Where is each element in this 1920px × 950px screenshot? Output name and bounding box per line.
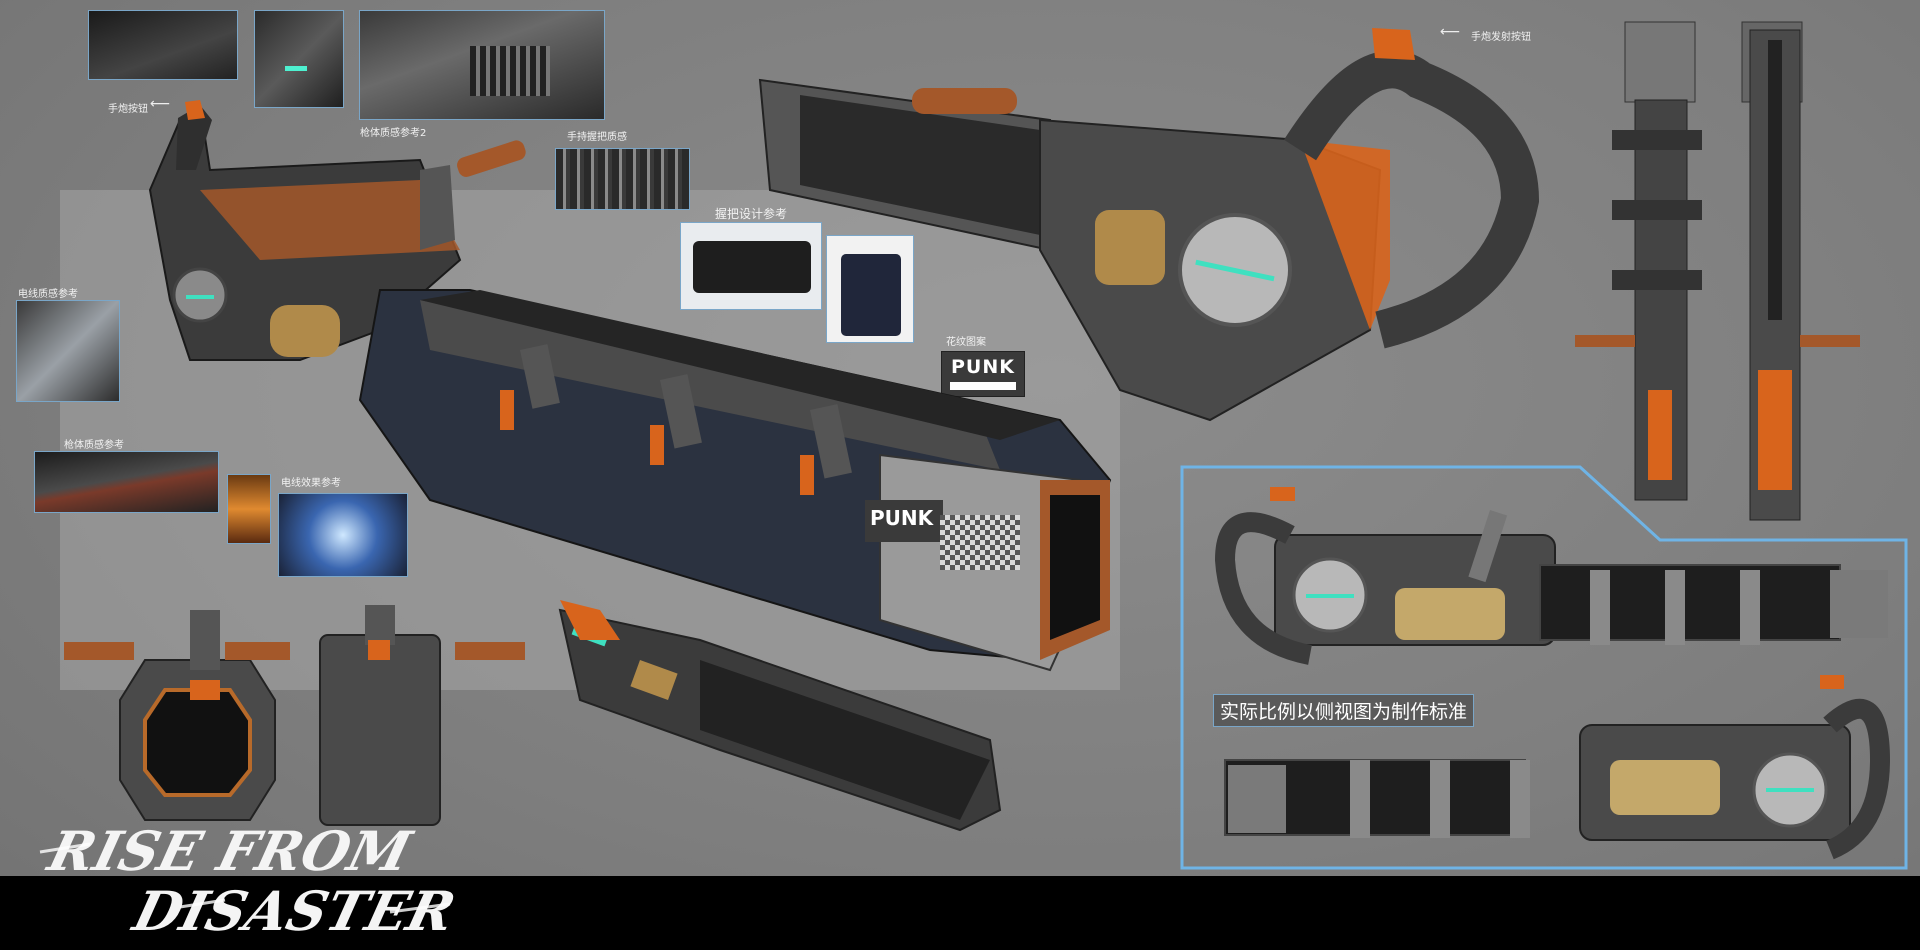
reference-photo-copper-coil — [227, 474, 271, 544]
main-gun-punk-decal: PUNK — [866, 500, 944, 540]
main-gun-render — [148, 100, 1112, 672]
punk-underline — [950, 382, 1016, 390]
reference-photo-grip-design-1 — [680, 222, 822, 310]
arrow-icon: ⟵ — [1440, 24, 1461, 40]
reference-photo-gun-detail — [254, 10, 344, 108]
label-body-texture-2: 枪体质感参考2 — [360, 128, 427, 139]
reference-photo-gun-body — [88, 10, 238, 80]
side-view-upper — [1214, 487, 1888, 665]
label-cable-texture: 电线质感参考 — [18, 289, 78, 300]
logo-line-2: DISASTER — [125, 880, 461, 942]
end-views — [64, 605, 525, 826]
label-grip-design: 握把设计参考 — [715, 207, 788, 221]
reference-photo-cable-texture — [16, 300, 120, 402]
side-views-frame — [1180, 465, 1908, 870]
vertical-views — [1575, 21, 1860, 521]
reference-photo-grip-design-2 — [826, 235, 914, 343]
punk-pattern-tag: PUNK — [941, 351, 1025, 397]
label-cable-effect: 电线效果参考 — [281, 478, 341, 489]
label-grip-texture: 手持握把质感 — [567, 132, 627, 143]
label-fire-button: 手炮发射按钮 — [1471, 32, 1531, 43]
rise-from-disaster-logo: RISE FROM DISASTER — [39, 820, 461, 942]
top-perspective-gun — [758, 28, 1540, 422]
reference-photo-grip-texture — [555, 148, 690, 210]
side-view-lower — [1224, 675, 1891, 860]
reference-photo-body-texture — [34, 451, 219, 513]
label-hand-button: 手炮按钮 — [108, 104, 148, 115]
label-body-texture: 枪体质感参考 — [64, 440, 124, 451]
arrow-icon: ⟵ — [150, 96, 171, 112]
punk-pattern-text: PUNK — [951, 356, 1015, 378]
main-gun-punk-text: PUNK — [870, 506, 934, 530]
footer-bar — [0, 876, 1920, 950]
logo-line-1: RISE FROM — [40, 820, 419, 883]
bottom-perspective-gun — [558, 600, 1002, 832]
reference-photo-cable-effect — [278, 493, 408, 577]
scale-note: 实际比例以侧视图为制作标准 — [1213, 694, 1475, 727]
reference-photo-gun-texture-2 — [359, 10, 605, 120]
label-pattern: 花纹图案 — [946, 337, 986, 348]
